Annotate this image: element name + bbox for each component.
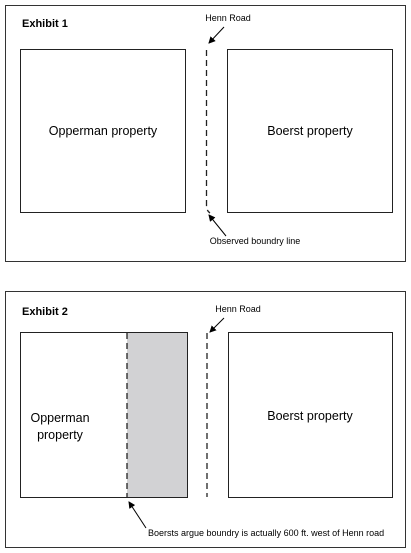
boerst-property-label-2: Boerst property — [267, 409, 353, 423]
henn-road-label-2: Henn Road — [215, 304, 261, 314]
opperman-property-box — [20, 49, 186, 213]
opperman-property-label: Opperman property — [49, 124, 158, 138]
disputed-strip — [127, 333, 187, 497]
opperman-property-label-2-line1: Opperman — [30, 411, 89, 425]
claim-arrow — [128, 501, 147, 529]
henn-road-arrow-1 — [208, 26, 225, 44]
claim-label: Boersts argue boundry is actually 600 ft… — [148, 528, 384, 538]
boerst-property-box — [227, 49, 393, 213]
exhibit-2-frame — [5, 291, 406, 548]
exhibit-2-panel: Exhibit 2 Opperman property Boerst prope… — [5, 291, 406, 548]
boerst-property-box-2 — [228, 332, 393, 498]
observed-boundary-arrow — [208, 214, 227, 237]
exhibit-1-title: Exhibit 1 — [22, 18, 68, 30]
observed-boundary-line — [205, 50, 211, 214]
henn-road-label-1: Henn Road — [205, 13, 251, 23]
boerst-property-label: Boerst property — [267, 124, 353, 138]
henn-road-arrow-2 — [209, 317, 225, 333]
exhibit-1-frame — [5, 5, 406, 262]
exhibit-2-title: Exhibit 2 — [22, 306, 68, 318]
exhibit-1-panel: Exhibit 1 Opperman property Boerst prope… — [5, 5, 406, 262]
opperman-property-label-2-line2: property — [37, 428, 84, 442]
observed-boundary-label: Observed boundry line — [210, 236, 301, 246]
